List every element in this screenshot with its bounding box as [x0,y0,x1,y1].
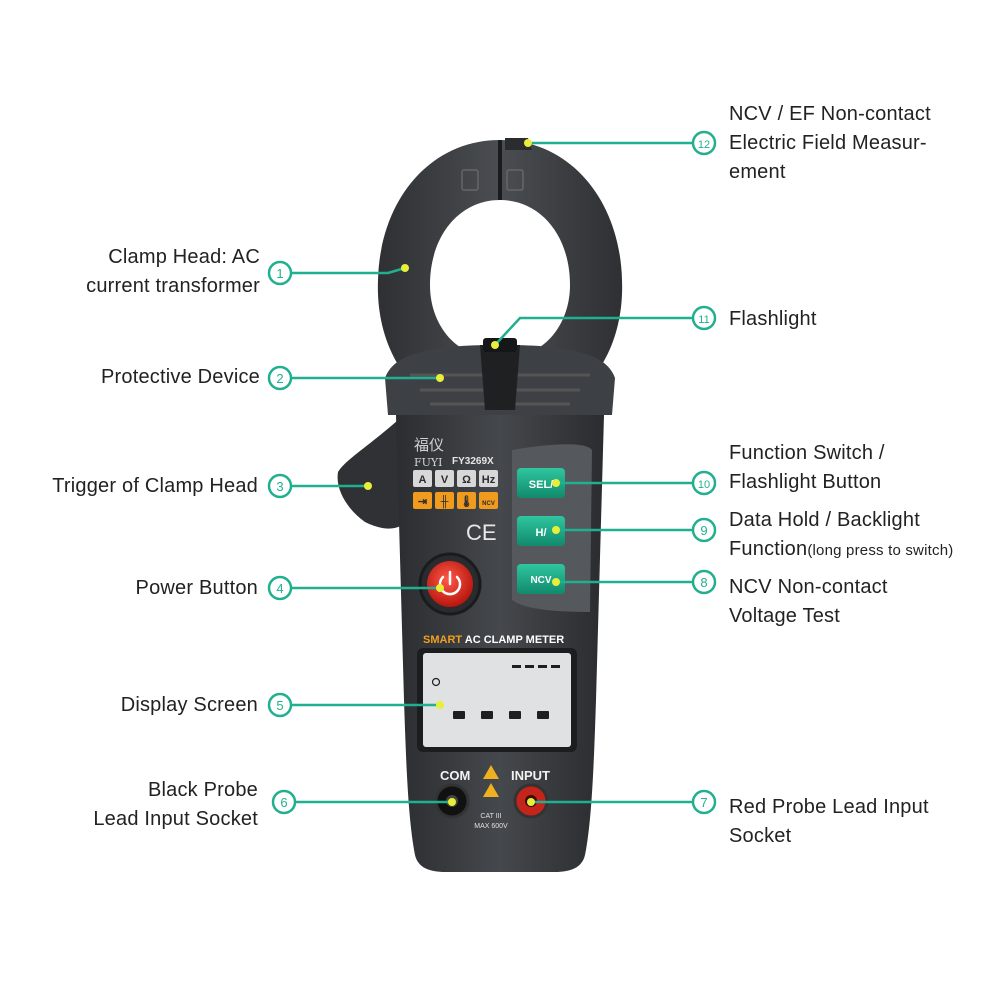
function-icon: ╫ [440,494,449,509]
callout-number: 9 [700,523,707,538]
display-segment [525,665,534,668]
display-segment [481,711,493,719]
function-icon: 🌡 [460,495,474,508]
callout-badge-7: 7 [691,789,717,815]
input-label: INPUT [511,768,550,783]
function-icons-row1: A V Ω Hz [413,470,498,487]
function-icons-row2: ⇥ ╫ 🌡 NCV [413,492,498,509]
callout-10-label: Function Switch / Flashlight Button [729,442,885,493]
leader-1 [292,266,406,275]
display-segment [512,665,521,668]
ce-mark: CE [466,520,497,545]
callout-number: 1 [276,266,283,281]
display-digits: 8888 [431,665,560,726]
display-screen: 8888 [417,648,577,752]
function-icon: Hz [482,474,496,486]
callout-number: 8 [700,575,707,590]
function-icon: A [419,474,427,486]
display-segment [509,711,521,719]
function-switch-button[interactable]: SEL/ [517,468,565,498]
callout-badge-4: 4 [267,575,293,601]
callout-badge-12: 12 [691,130,717,156]
ncv-button[interactable]: NCV [517,564,565,594]
callout-dots [364,139,560,806]
callout-11-label: Flashlight [729,308,817,330]
callout-number: 3 [276,479,283,494]
callout-number: 12 [698,139,710,151]
cat-label: CAT III [480,813,501,820]
callout-badge-11: 11 [691,305,717,331]
callout-number: 2 [276,371,283,386]
max-label: MAX 600V [474,823,508,830]
clamp-head [377,140,623,380]
display-segment [537,711,549,719]
display-segment [551,665,560,668]
display-segment [538,665,547,668]
ncv-button-label: NCV [530,575,551,586]
callout-badge-3: 3 [267,473,293,499]
function-icon: Ω [462,474,471,486]
callout-number: 7 [700,795,707,810]
callout-5-label: Display Screen [120,694,258,716]
callout-number: 6 [280,795,287,810]
power-button[interactable] [418,552,482,616]
warning-icon [483,765,499,797]
callout-9-label: Data Hold / Backlight Function(long pres… [729,509,954,560]
leader-11 [494,316,692,346]
flashlight [480,345,520,410]
callout-badge-5: 5 [267,692,293,718]
function-icon: NCV [482,501,495,507]
function-icon: ⇥ [418,496,427,508]
callout-badge-1: 1 [267,260,293,286]
callout-number: 10 [698,479,710,491]
hold-button-label: H/ [536,527,547,539]
power-icon [438,570,462,596]
com-label: COM [440,768,470,783]
sel-button-label: SEL/ [529,479,553,491]
callout-7-label: Red Probe Lead Input Socket [729,796,929,847]
callout-4-label: Power Button [135,577,258,599]
data-hold-button[interactable]: H/ [517,516,565,546]
trigger[interactable] [337,420,408,529]
panel-title: SMART AC CLAMP METER [423,634,564,646]
callout-leaders [292,141,704,804]
callout-8-label: NCV Non-contact Voltage Test [729,576,888,627]
auto-power-icon [431,677,441,687]
brand-name: FUYI [414,456,443,469]
callout-badge-2: 2 [267,365,293,391]
callout-6-label: Black Probe Lead Input Socket [93,779,258,830]
display-segment [453,711,465,719]
callout-badge-8: 8 [691,569,717,595]
callout-number: 4 [276,581,283,596]
callout-badge-6: 6 [271,789,297,815]
brand-cn: 福仪 [414,436,444,454]
callout-badge-10: 10 [691,470,717,496]
callout-12-label: NCV / EF Non-contact Electric Field Meas… [729,103,931,183]
callout-number: 11 [698,314,709,326]
callout-3-label: Trigger of Clamp Head [52,475,258,497]
model-number: FY3269X [452,456,494,467]
callout-number: 5 [276,698,283,713]
callout-badge-9: 9 [691,517,717,543]
callout-1-label: Clamp Head: AC current transformer [86,246,260,297]
callout-2-label: Protective Device [100,366,260,388]
function-icon: V [441,474,449,486]
